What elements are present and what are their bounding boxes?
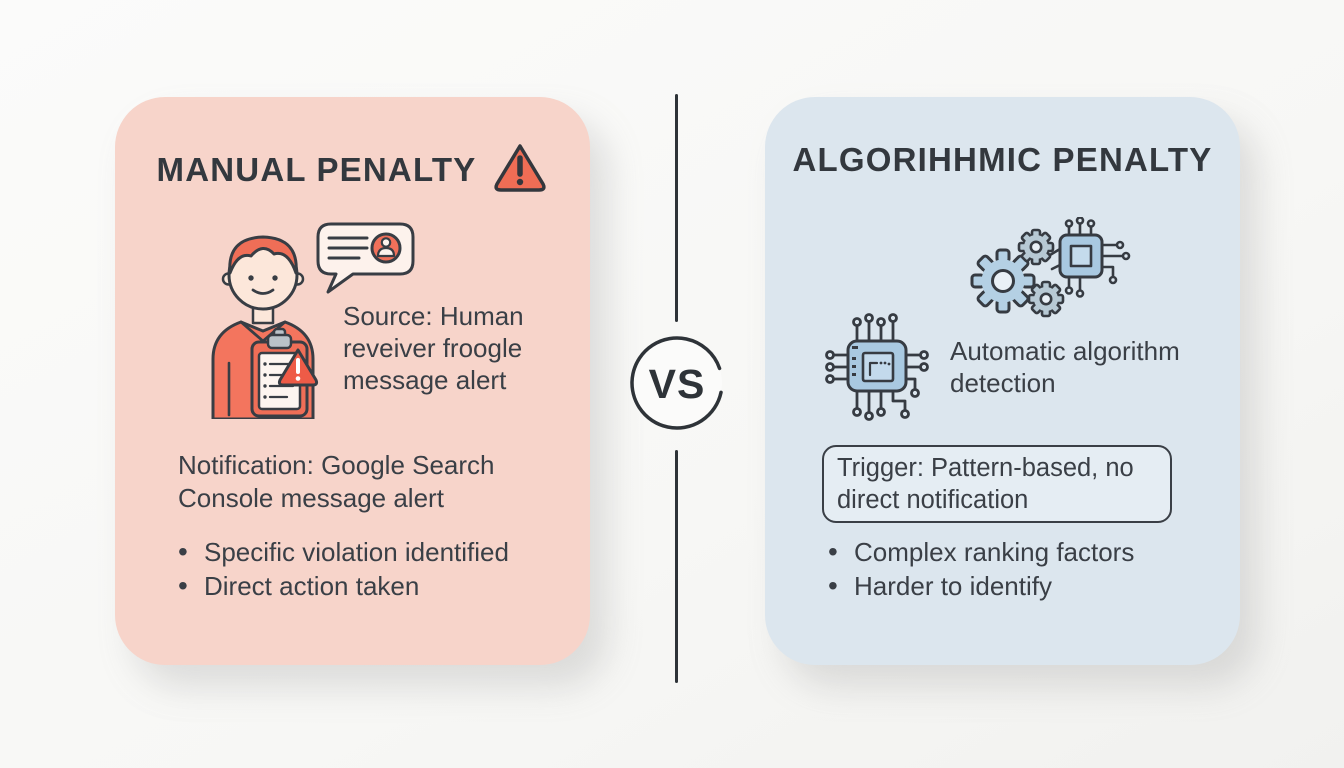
manual-penalty-title: MANUAL PENALTY: [156, 150, 477, 188]
warning-triangle-icon: [492, 141, 548, 198]
algorithmic-penalty-bullets: Complex ranking factors Harder to identi…: [828, 535, 1134, 603]
bullet-item: Complex ranking factors: [828, 535, 1134, 569]
bullet-dot: [828, 535, 854, 569]
trigger-line: direct notification: [837, 486, 1029, 514]
detection-line: detection: [950, 368, 1056, 398]
trigger-box: Trigger: Pattern-based, no direct notifi…: [822, 445, 1172, 523]
algorithmic-penalty-card: ALGORIHHMIC PENALTY: [765, 97, 1240, 665]
notification-line: Notification: Google Search: [178, 450, 495, 480]
bullet-dot: [178, 535, 204, 569]
manual-penalty-card: MANUAL PENALTY: [115, 97, 590, 665]
detection-line: Automatic algorithm: [950, 336, 1180, 366]
bullet-label: Direct action taken: [204, 571, 420, 601]
vs-label: VS: [649, 361, 706, 407]
manual-penalty-title-row: MANUAL PENALTY: [115, 141, 590, 198]
vs-badge: VS: [628, 334, 726, 437]
notification-text: Notification: Google Search Console mess…: [178, 449, 495, 515]
source-line: Source: Human: [343, 301, 524, 331]
message-alert-bubble-icon: [315, 221, 417, 302]
bullet-label: Complex ranking factors: [854, 537, 1135, 567]
reviewer-person-icon: [203, 223, 323, 424]
bullet-label: Specific violation identified: [204, 537, 509, 567]
divider-line-top: [675, 94, 678, 322]
bullet-item: Harder to identify: [828, 569, 1134, 603]
bullet-item: Specific violation identified: [178, 535, 509, 569]
source-text: Source: Human reveiver froogle message a…: [343, 300, 524, 396]
detection-text: Automatic algorithm detection: [950, 335, 1180, 399]
notification-line: Console message alert: [178, 483, 444, 513]
source-line: message alert: [343, 365, 507, 395]
circuit-chip-icon: [823, 311, 945, 436]
algorithmic-penalty-title: ALGORIHHMIC PENALTY: [792, 141, 1213, 178]
source-line: reveiver froogle: [343, 333, 523, 363]
bullet-item: Direct action taken: [178, 569, 509, 603]
bullet-dot: [178, 569, 204, 603]
trigger-line: Trigger: Pattern-based, no: [837, 454, 1134, 482]
algorithmic-penalty-title-row: ALGORIHHMIC PENALTY: [765, 141, 1240, 179]
gears-icon: [957, 216, 1137, 332]
bullet-dot: [828, 569, 854, 603]
divider-line-bottom: [675, 450, 678, 683]
bullet-label: Harder to identify: [854, 571, 1052, 601]
manual-penalty-bullets: Specific violation identified Direct act…: [178, 535, 509, 603]
